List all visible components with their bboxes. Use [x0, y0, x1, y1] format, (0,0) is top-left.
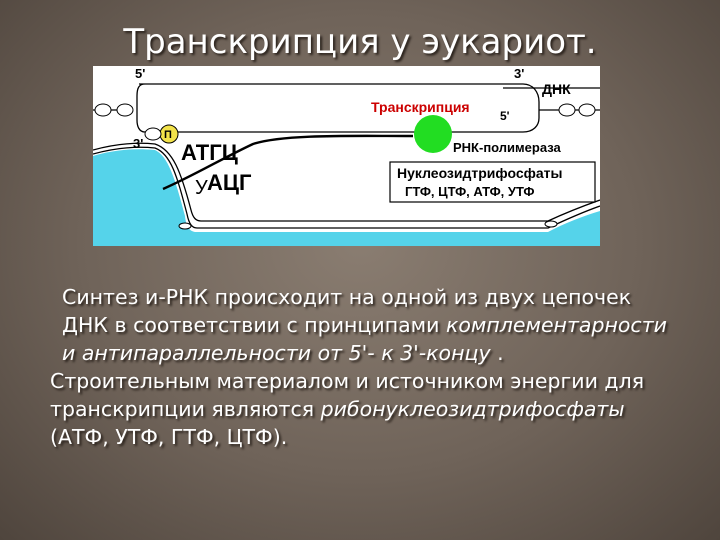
dna-end-loop [94, 103, 112, 117]
label-p: П [164, 129, 172, 141]
synthesis-italic: комплементарности и антипараллельности о… [62, 313, 667, 365]
synthesis-text: Синтез и-РНК происходит на одной из двух… [62, 285, 632, 337]
diagram-svg: 5' 3' ДНК Транскрипция 5' 3' П АТГЦ У АЦ… [93, 66, 600, 246]
paragraph-synthesis: Синтез и-РНК происходит на одной из двух… [50, 283, 670, 367]
dna-end-loop [558, 103, 576, 117]
label-3prime-left: 3' [133, 136, 143, 151]
ntp-box-line2: ГТФ, ЦТФ, АТФ, УТФ [405, 184, 535, 199]
nuclear-pore [544, 220, 558, 228]
label-5prime-inner: 5' [500, 109, 510, 123]
label-dna: ДНК [542, 81, 571, 97]
mrna-strand [162, 134, 414, 191]
materials-text: Строительным материалом и источником эне… [50, 369, 645, 421]
dna-end-loop [116, 103, 134, 117]
label-atgc: АТГЦ [181, 140, 238, 165]
label-transcription: Транскрипция [371, 99, 470, 115]
dna-end-loop [144, 127, 162, 141]
label-acg: АЦГ [207, 170, 252, 195]
label-rna-polymerase: РНК-полимераза [453, 140, 562, 155]
nuclear-membrane-outer [93, 146, 600, 229]
ntp-box [389, 161, 596, 203]
materials-end: (АТФ, УТФ, ГТФ, ЦТФ). [50, 425, 288, 449]
transcription-diagram: 5' 3' ДНК Транскрипция 5' 3' П АТГЦ У АЦ… [93, 66, 600, 246]
nuclear-membrane-inner [93, 142, 600, 222]
ntp-box-line1: Нуклеозидтрифосфаты [397, 165, 562, 181]
synthesis-end: . [490, 341, 504, 365]
materials-italic: рибонуклеозидтрифосфаты [320, 397, 625, 421]
cytoplasm-region [93, 149, 600, 246]
slide-title: Транскрипция у эукариот. [123, 22, 597, 62]
label-3prime-top: 3' [514, 66, 524, 81]
dna-strand-outline [136, 83, 540, 133]
paragraph-materials: Строительным материалом и источником эне… [50, 367, 670, 451]
dna-end-loop [578, 103, 596, 117]
label-u: У [195, 177, 208, 199]
body-text: Синтез и-РНК происходит на одной из двух… [50, 283, 670, 451]
nuclear-pore [178, 222, 192, 230]
rna-polymerase-circle [414, 115, 452, 153]
label-5prime-top: 5' [135, 66, 145, 81]
